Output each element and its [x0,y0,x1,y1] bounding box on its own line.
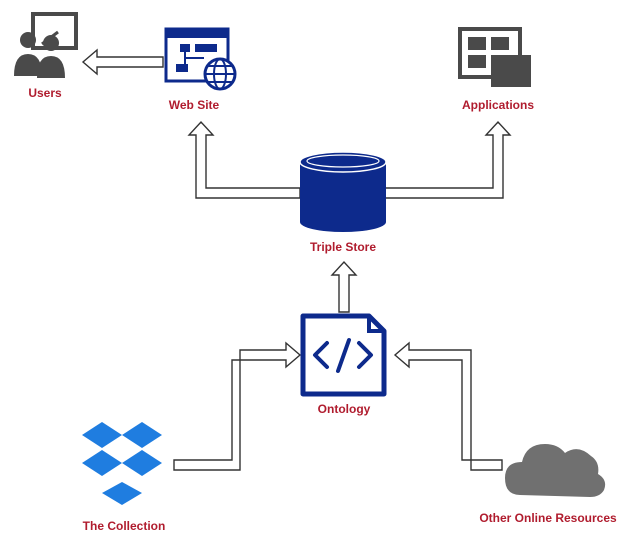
arrow-ontology-to-triplestore [330,260,358,313]
code-file-icon [300,313,387,397]
cloud-icon [505,444,606,497]
arrow-triplestore-to-applications [384,120,512,199]
collection-label: The Collection [82,519,166,533]
website-label: Web Site [168,98,220,112]
presentation-users-icon [14,12,78,78]
arrow-website-to-users [81,48,164,76]
arrow-resources-to-ontology [393,341,503,471]
arrow-triplestore-to-website [187,120,301,199]
online-resources-label: Other Online Resources [479,511,617,525]
database-cylinder-icon [299,151,387,232]
website-sitemap-globe-icon [164,27,237,91]
triple-store-label: Triple Store [309,240,377,254]
dropbox-icon [82,422,162,505]
users-label: Users [28,86,62,100]
applications-label: Applications [461,98,535,112]
applications-tiles-icon [458,27,531,87]
ontology-label: Ontology [317,402,371,416]
arrow-collection-to-ontology [173,341,302,471]
